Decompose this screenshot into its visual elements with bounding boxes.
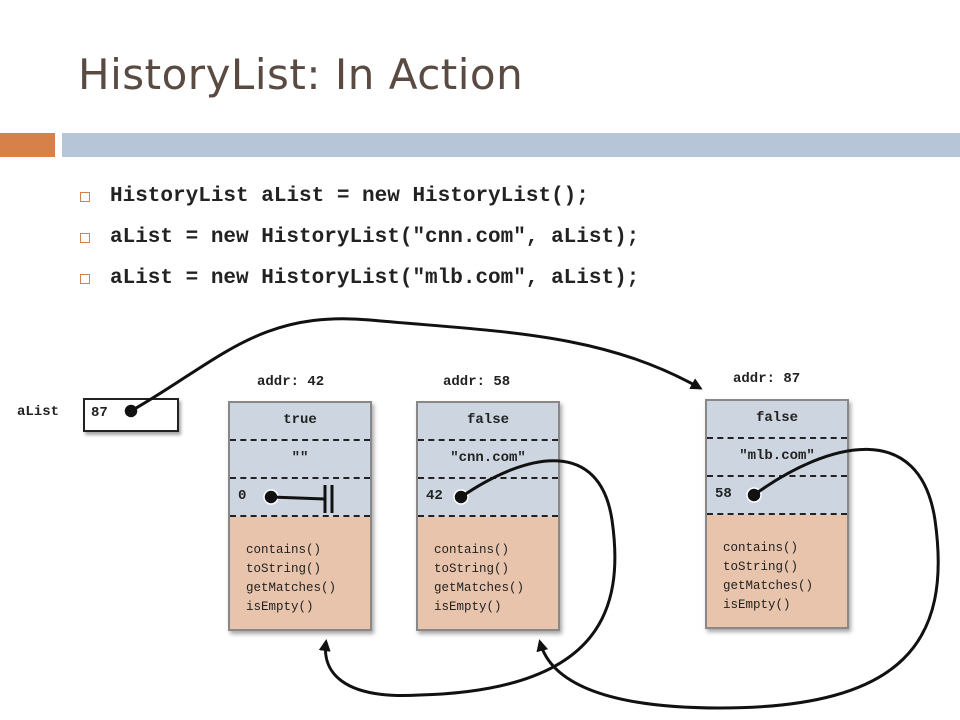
next-value: 42 bbox=[426, 488, 443, 504]
method-item: toString() bbox=[723, 560, 799, 574]
isempty-field: true bbox=[230, 403, 370, 441]
isempty-value: false bbox=[755, 410, 798, 426]
method-list: contains() toString() getMatches() isEmp… bbox=[723, 539, 813, 615]
variable-box: 87 bbox=[83, 398, 179, 432]
isempty-value: true bbox=[283, 412, 317, 428]
code-line: aList = new HistoryList("cnn.com", aList… bbox=[110, 226, 640, 249]
code-bullet: HistoryList aList = new HistoryList(); bbox=[78, 176, 639, 217]
variable-value: 87 bbox=[91, 405, 108, 421]
method-item: contains() bbox=[434, 543, 510, 557]
method-item: contains() bbox=[723, 541, 799, 555]
isempty-field: false bbox=[418, 403, 558, 441]
method-item: toString() bbox=[434, 562, 510, 576]
method-item: getMatches() bbox=[246, 581, 337, 595]
next-value: 0 bbox=[238, 488, 247, 504]
isempty-field: false bbox=[707, 401, 847, 439]
method-list: contains() toString() getMatches() isEmp… bbox=[246, 541, 336, 617]
next-field: 42 bbox=[418, 479, 558, 517]
alist-pointer-arrow bbox=[123, 317, 703, 419]
data-value: "" bbox=[291, 450, 309, 466]
data-field: "mlb.com" bbox=[707, 439, 847, 477]
next-field: 58 bbox=[707, 477, 847, 515]
history-list-object: false "cnn.com" 42 contains() toString()… bbox=[416, 401, 560, 631]
variable-name-label: aList bbox=[17, 404, 60, 420]
history-list-object: true "" 0 contains() toString() getMatch… bbox=[228, 401, 372, 631]
method-item: toString() bbox=[246, 562, 322, 576]
code-bullet: aList = new HistoryList("cnn.com", aList… bbox=[78, 217, 639, 258]
history-list-object: false "mlb.com" 58 contains() toString()… bbox=[705, 399, 849, 629]
square-bullet-icon bbox=[80, 191, 90, 202]
data-field: "" bbox=[230, 441, 370, 479]
code-bullet-list: HistoryList aList = new HistoryList(); a… bbox=[78, 176, 639, 299]
method-item: isEmpty() bbox=[246, 600, 314, 614]
object-address-label: addr: 58 bbox=[443, 374, 511, 390]
code-bullet: aList = new HistoryList("mlb.com", aList… bbox=[78, 258, 639, 299]
data-value: "cnn.com" bbox=[450, 450, 526, 466]
method-list: contains() toString() getMatches() isEmp… bbox=[434, 541, 524, 617]
method-item: contains() bbox=[246, 543, 322, 557]
square-bullet-icon bbox=[80, 273, 90, 284]
method-item: isEmpty() bbox=[723, 598, 791, 612]
title-accent-orange-bar bbox=[0, 133, 55, 157]
slide-title: HistoryList: In Action bbox=[78, 50, 524, 99]
code-line: aList = new HistoryList("mlb.com", aList… bbox=[110, 267, 640, 290]
data-field: "cnn.com" bbox=[418, 441, 558, 479]
square-bullet-icon bbox=[80, 232, 90, 243]
data-value: "mlb.com" bbox=[739, 448, 815, 464]
object-address-label: addr: 42 bbox=[257, 374, 325, 390]
object-address-label: addr: 87 bbox=[733, 371, 801, 387]
title-accent-blue-bar bbox=[62, 133, 960, 157]
method-item: getMatches() bbox=[723, 579, 814, 593]
method-item: getMatches() bbox=[434, 581, 525, 595]
next-value: 58 bbox=[715, 486, 732, 502]
code-line: HistoryList aList = new HistoryList(); bbox=[110, 185, 589, 208]
method-item: isEmpty() bbox=[434, 600, 502, 614]
next-field: 0 bbox=[230, 479, 370, 517]
isempty-value: false bbox=[466, 412, 509, 428]
